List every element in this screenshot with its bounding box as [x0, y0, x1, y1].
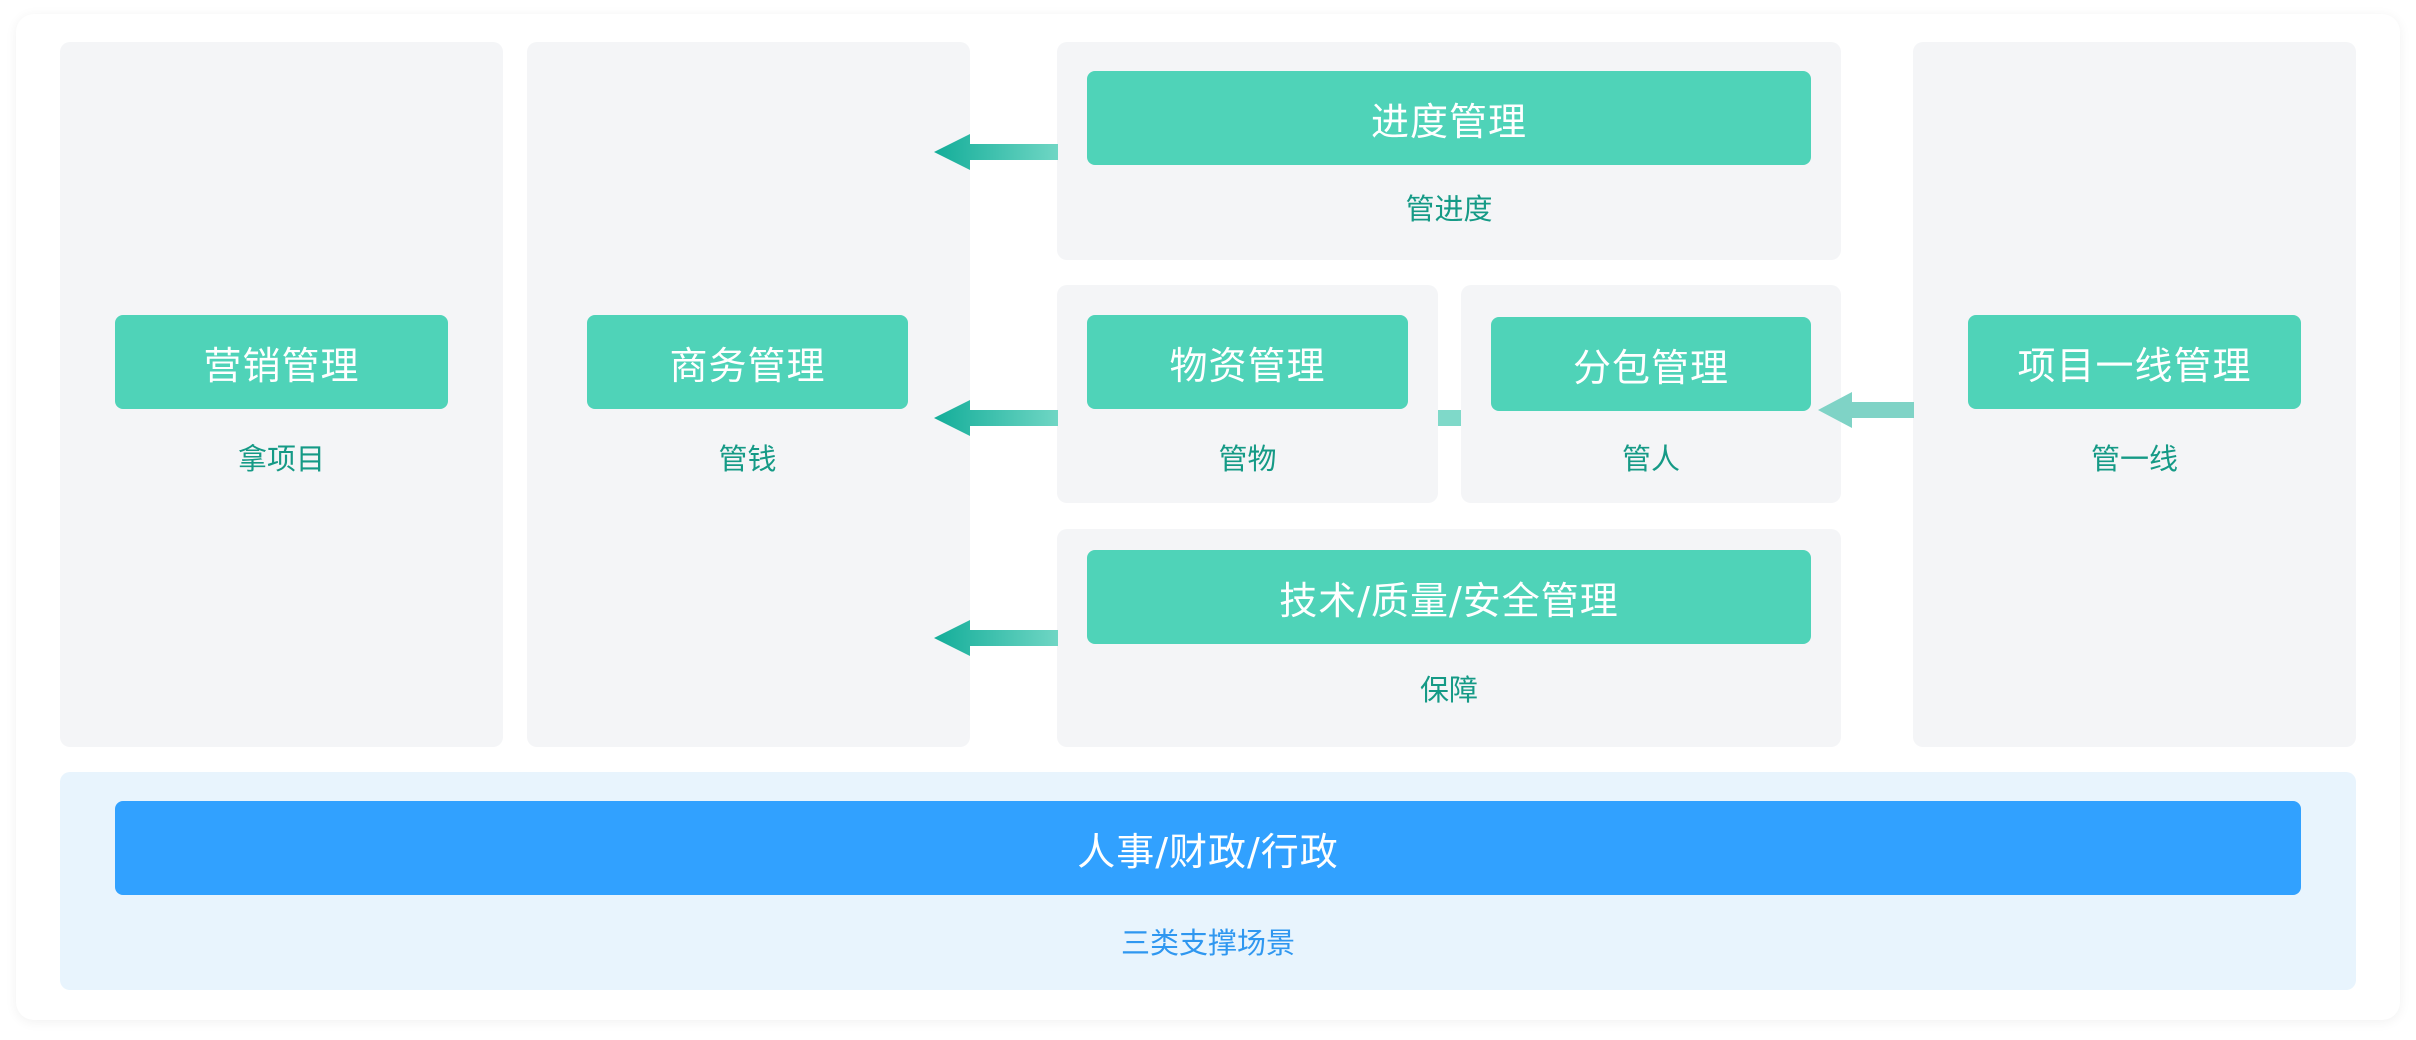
subcontract-caption: 管人: [1621, 442, 1680, 476]
business-caption: 管钱: [718, 442, 777, 476]
arrow-frontline-to-subcontract: [1818, 392, 1914, 428]
support-box: 人事/财政/行政: [115, 801, 2301, 895]
connector-materials-subcontract: [1438, 410, 1461, 426]
business-box: 商务管理: [587, 315, 908, 409]
arrow-progress-to-business: [934, 134, 1058, 170]
support-caption: 三类支撑场景: [1120, 926, 1295, 960]
tech-quality-safety-caption: 保障: [1419, 673, 1478, 707]
materials-box: 物资管理: [1087, 315, 1408, 409]
frontline-box: 项目一线管理: [1968, 315, 2301, 409]
progress-caption: 管进度: [1405, 192, 1493, 226]
tech-quality-safety-box: 技术/质量/安全管理: [1087, 550, 1811, 644]
arrow-tech-to-business: [934, 620, 1058, 656]
arrow-materials-to-business: [934, 400, 1058, 436]
marketing-caption: 拿项目: [237, 442, 325, 476]
marketing-box: 营销管理: [115, 315, 448, 409]
progress-box: 进度管理: [1087, 71, 1811, 165]
materials-caption: 管物: [1218, 442, 1277, 476]
frontline-caption: 管一线: [2090, 442, 2178, 476]
subcontract-box: 分包管理: [1491, 317, 1811, 411]
